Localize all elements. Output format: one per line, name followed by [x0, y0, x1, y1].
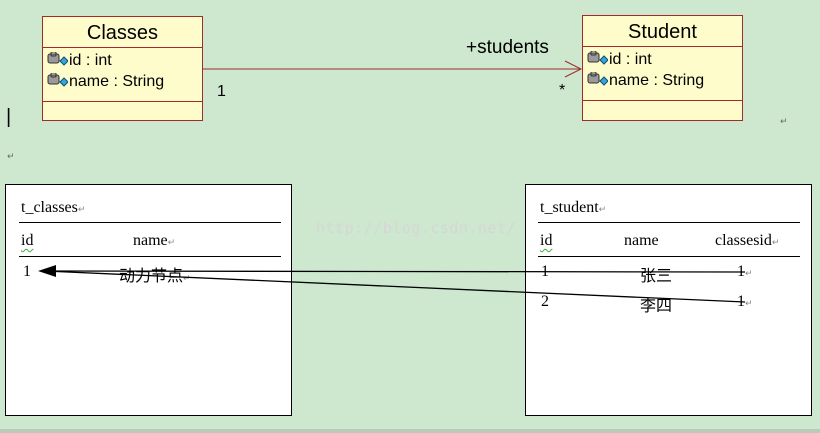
text-cursor: |	[6, 106, 12, 128]
uml-attribute-text: id : int	[609, 50, 652, 68]
private-attribute-icon	[47, 51, 68, 66]
uml-attribute: name : String	[43, 71, 202, 92]
column-header-classesid: classesid↵	[715, 232, 779, 250]
column-header-name: name	[624, 232, 659, 249]
paragraph-mark: ↵	[77, 205, 86, 215]
foreign-key-arrow[interactable]	[44, 270, 746, 273]
uml-class-title: Student	[583, 16, 742, 47]
table-name-text: t_classes	[21, 199, 78, 216]
association-arrowhead-icon	[564, 60, 583, 78]
table-cell: 张三	[640, 266, 673, 285]
multiplicity-left: 1	[217, 83, 226, 100]
paragraph-mark: ↵	[745, 299, 753, 309]
table-name: t_classes↵	[21, 199, 85, 217]
uml-class-classes[interactable]: Classes id : int name : String	[42, 16, 203, 121]
uml-attribute-text: name : String	[69, 72, 165, 90]
table-cell: 李四	[640, 296, 673, 315]
uml-attribute-text: id : int	[69, 51, 112, 69]
uml-attribute: id : int	[43, 50, 202, 71]
table-divider	[19, 222, 281, 223]
table-cell: 2	[541, 293, 549, 310]
table-cell: 1	[23, 263, 31, 280]
table-divider	[19, 256, 281, 257]
uml-attributes: id : int name : String	[43, 48, 202, 102]
table-divider	[538, 256, 800, 257]
uml-attributes: id : int name : String	[583, 47, 742, 101]
paragraph-mark: ↵	[745, 269, 753, 279]
table-name: t_student↵	[540, 199, 606, 217]
bottom-bar	[0, 429, 820, 433]
foreign-key-arrow[interactable]	[44, 270, 746, 303]
paragraph-mark: ↵	[598, 205, 607, 215]
paragraph-mark: ↵	[167, 238, 176, 248]
paragraph-mark: ↵	[7, 152, 15, 162]
uml-attribute: name : String	[583, 70, 742, 91]
association-role-label: +students	[466, 37, 549, 58]
paragraph-mark: ↵	[771, 238, 780, 248]
paragraph-mark: ↵	[780, 117, 788, 127]
private-attribute-icon	[47, 72, 68, 87]
table-name-text: t_student	[540, 199, 599, 216]
column-header-text: classesid	[715, 232, 772, 249]
paragraph-mark: ↵	[183, 274, 191, 284]
watermark: http://blog.csdn.net/	[316, 219, 517, 237]
private-attribute-icon	[587, 71, 608, 86]
column-header-name: name↵	[133, 232, 175, 250]
table-divider	[538, 222, 800, 223]
column-header-id: id	[540, 232, 553, 249]
multiplicity-right: *	[559, 82, 566, 99]
uml-attribute-text: name : String	[609, 71, 705, 89]
column-header-text: name	[133, 232, 168, 249]
foreign-key-arrowhead-icon	[38, 265, 56, 277]
uml-class-title: Classes	[43, 17, 202, 48]
column-header-id: id	[21, 232, 34, 249]
uml-class-student[interactable]: Student id : int name : String	[582, 15, 743, 121]
uml-attribute: id : int	[583, 49, 742, 70]
private-attribute-icon	[587, 50, 608, 65]
